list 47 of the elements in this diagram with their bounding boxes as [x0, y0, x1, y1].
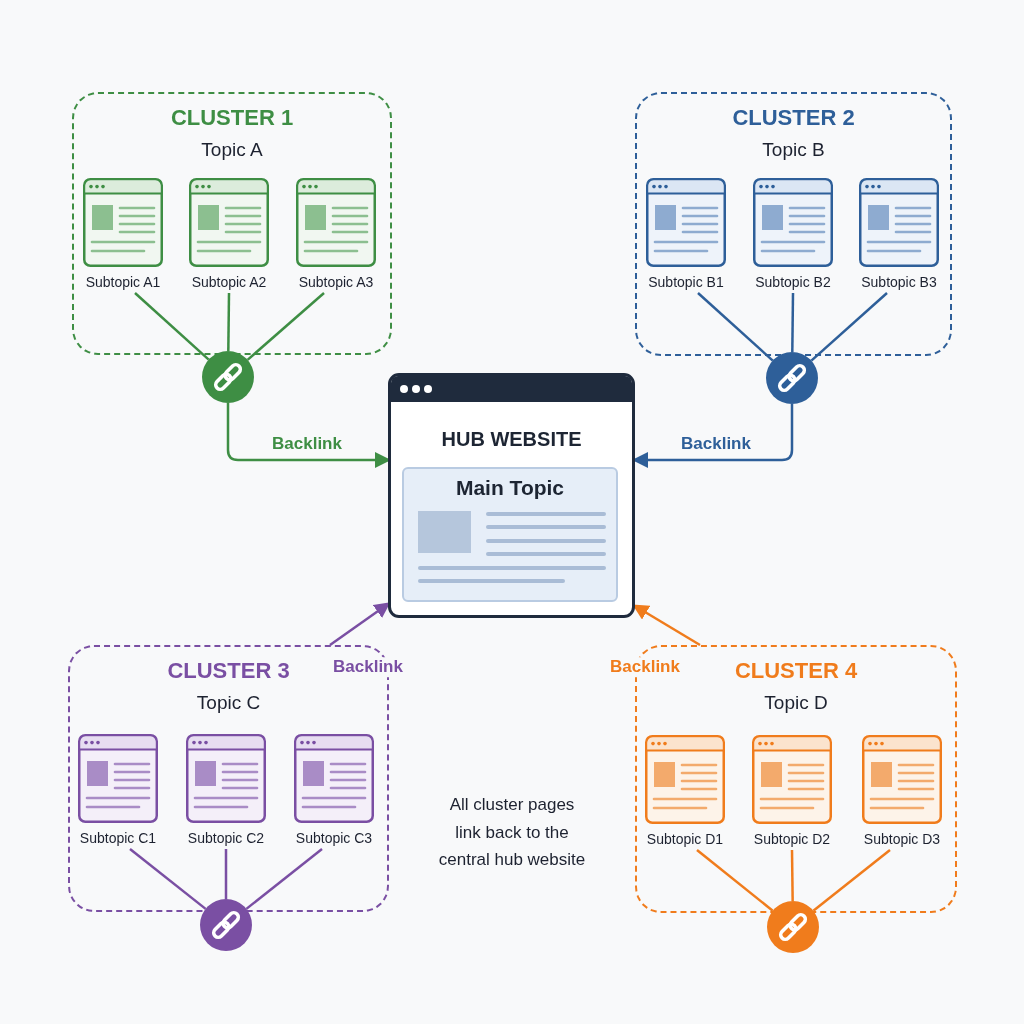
cluster-title: CLUSTER 3: [167, 658, 290, 684]
connector-line: [791, 293, 795, 352]
arrow: [632, 604, 701, 647]
cluster-group: [72, 92, 392, 355]
page-label: Subtopic D2: [753, 830, 831, 848]
page-label: Subtopic D3: [863, 830, 941, 848]
cluster-group: [635, 92, 952, 356]
connector-line: [245, 848, 323, 910]
connector-line: [697, 292, 774, 362]
cluster-subtitle: Topic C: [196, 692, 261, 714]
connector-line: [134, 292, 210, 361]
hub-title: HUB WEBSITE: [441, 427, 582, 451]
page-label: Subtopic B3: [861, 273, 937, 291]
arrow: [329, 602, 391, 647]
link-icon: [767, 901, 819, 953]
page-label: Subtopic B1: [648, 273, 724, 291]
panel-title: Main Topic: [455, 475, 565, 501]
arrow: [632, 404, 794, 468]
page-label: Subtopic A3: [298, 273, 374, 291]
cluster-subtitle: Topic D: [764, 692, 828, 714]
connector-line: [790, 850, 794, 901]
connector-line: [129, 848, 207, 910]
page-label: Subtopic C2: [187, 829, 265, 847]
cluster-title: CLUSTER 4: [734, 658, 858, 684]
page-label: Subtopic C1: [79, 829, 157, 847]
note-text: All cluster pages link back to the central hub website: [437, 794, 587, 871]
link-icon: [202, 351, 254, 403]
page-label: Subtopic B2: [755, 273, 831, 291]
page-label: Subtopic D1: [646, 830, 724, 848]
cluster-subtitle: Topic B: [762, 139, 825, 161]
page-label: Subtopic A2: [191, 273, 267, 291]
link-icon: [766, 352, 818, 404]
page-label: Subtopic A1: [85, 273, 161, 291]
link-icon: [200, 899, 252, 951]
connector-line: [812, 849, 891, 912]
connector-line: [224, 849, 228, 899]
cluster-title: CLUSTER 1: [170, 105, 294, 131]
connector-line: [696, 849, 774, 912]
connector-line: [810, 292, 888, 362]
cluster-title: CLUSTER 2: [732, 105, 855, 131]
page-label: Subtopic C3: [295, 829, 373, 847]
content-panel: [402, 467, 618, 602]
connector-line: [246, 292, 325, 361]
arrow: [226, 403, 391, 468]
connector-line: [227, 293, 231, 351]
cluster-subtitle: Topic A: [201, 139, 263, 161]
browser-window: [388, 373, 635, 618]
